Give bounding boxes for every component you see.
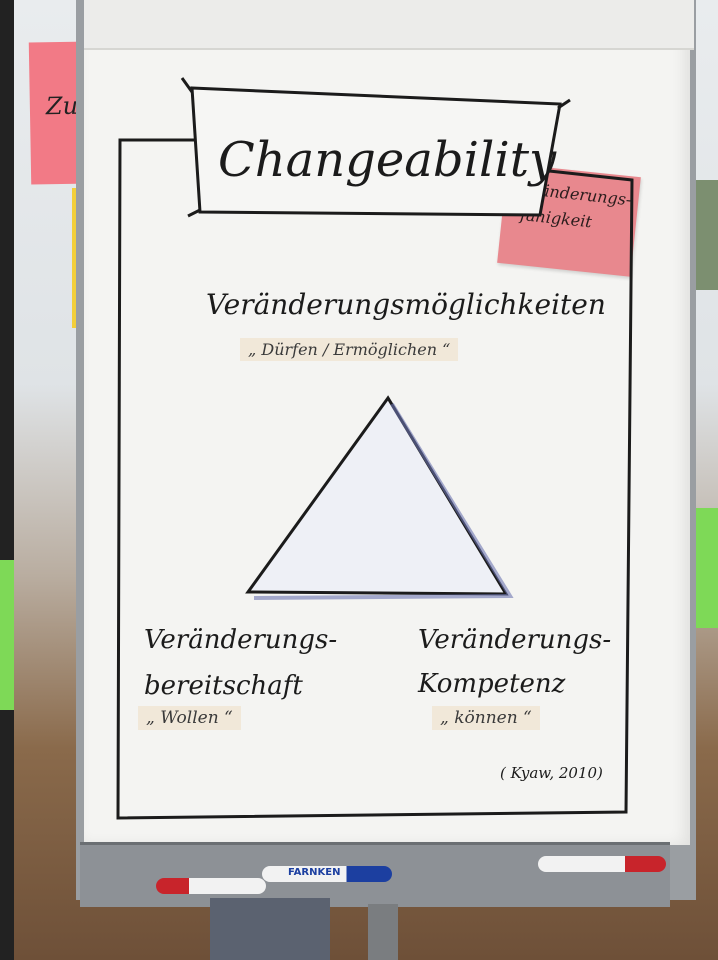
marker-blue: FARNKEN bbox=[262, 866, 392, 882]
green-postit-left-edge bbox=[0, 560, 14, 710]
flipchart-top-bar bbox=[84, 0, 694, 50]
center-triangle bbox=[245, 395, 509, 596]
floor-box bbox=[210, 898, 330, 960]
marker-red-right bbox=[538, 856, 666, 872]
right-heading-1: Veränderungs- bbox=[418, 625, 611, 655]
top-sub-label: „ Dürfen / Ermöglichen “ bbox=[240, 338, 459, 361]
easel-leg bbox=[368, 904, 398, 960]
banner-pin-3 bbox=[187, 208, 201, 218]
marker-brand-label: FARNKEN bbox=[288, 867, 341, 878]
outer-frame bbox=[116, 138, 634, 820]
left-sub-label: „ Wollen “ bbox=[138, 706, 241, 730]
top-heading: Veränderungsmöglichkeiten bbox=[206, 288, 606, 321]
triangle-shadow bbox=[253, 402, 514, 600]
left-heading-2: bereitschaft bbox=[144, 671, 303, 701]
title-text: Changeability bbox=[218, 132, 557, 188]
left-heading-1: Veränderungs- bbox=[144, 625, 337, 655]
banner-pin-2 bbox=[557, 98, 571, 110]
right-sub-label: „ können “ bbox=[432, 706, 540, 730]
left-dark-edge bbox=[0, 0, 14, 960]
marker-red-left bbox=[156, 878, 266, 894]
title-banner bbox=[190, 86, 562, 217]
banner-pin-1 bbox=[180, 77, 194, 93]
right-heading-2: Kompetenz bbox=[417, 669, 566, 699]
citation: ( Kyaw, 2010) bbox=[500, 764, 603, 782]
